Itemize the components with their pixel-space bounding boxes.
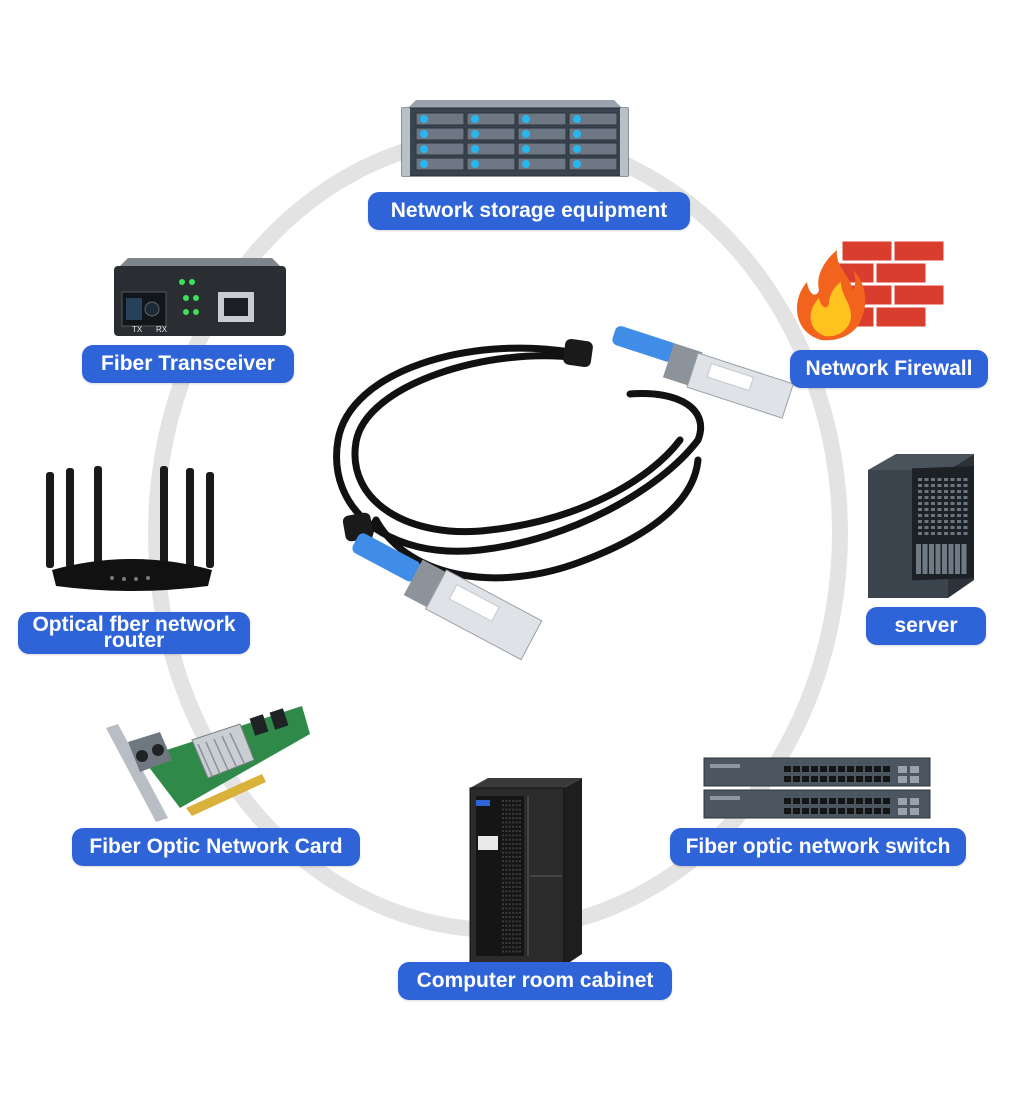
server-cabinet-icon — [469, 778, 582, 967]
dac-cable-icon — [333, 326, 794, 661]
label-optical-router: Optical fber network router — [18, 612, 250, 654]
tower-server-icon — [868, 454, 974, 598]
label-network-storage: Network storage equipment — [368, 192, 690, 230]
label-network-card: Fiber Optic Network Card — [72, 828, 360, 866]
label-optical-router-line2: router — [103, 629, 165, 652]
label-network-firewall: Network Firewall — [790, 350, 988, 388]
label-fiber-transceiver: Fiber Transceiver — [82, 345, 294, 383]
router-icon — [46, 466, 214, 591]
storage-server-icon — [401, 100, 629, 177]
label-computer-cabinet: Computer room cabinet — [398, 962, 672, 1000]
network-switch-icon — [703, 757, 931, 819]
label-optical-router-line1: Optical fber network — [32, 613, 236, 636]
tx-marking: TX — [132, 325, 143, 334]
label-server: server — [866, 607, 986, 645]
network-card-icon — [106, 706, 310, 822]
rx-marking: RX — [156, 325, 168, 334]
label-network-switch: Fiber optic network switch — [670, 828, 966, 866]
firewall-icon — [796, 238, 947, 341]
fiber-transceiver-icon: TX RX — [114, 258, 286, 336]
